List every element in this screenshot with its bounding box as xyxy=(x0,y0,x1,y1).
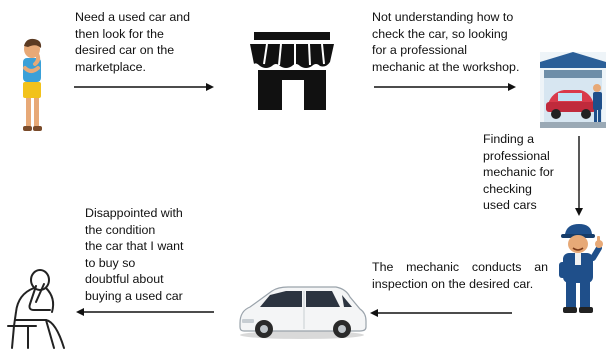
step-4-text: The mechanic conducts an inspection on t… xyxy=(372,260,548,291)
arrow-step2-to-step3 xyxy=(374,83,516,91)
car-workshop-icon xyxy=(540,52,606,128)
arrow-car-to-step5 xyxy=(76,308,214,316)
step-5-text: Disappointed with the condition the car … xyxy=(85,206,184,303)
disappointed-person-icon xyxy=(7,269,65,349)
step-1-text: Need a used car and then look for the de… xyxy=(75,10,191,74)
arrow-step4-to-car xyxy=(370,309,512,317)
white-minivan-icon xyxy=(239,286,367,339)
arrow-step1-to-step2 xyxy=(74,83,214,91)
storefront-icon xyxy=(250,32,334,110)
step-3-text: Finding a professional mechanic for chec… xyxy=(483,132,554,212)
step-2-text: Not understanding how to check the car, … xyxy=(372,10,520,74)
arrow-step3-down xyxy=(575,136,583,216)
thinking-person-icon xyxy=(23,38,42,131)
mechanic-thumbs-up-icon xyxy=(559,224,603,313)
